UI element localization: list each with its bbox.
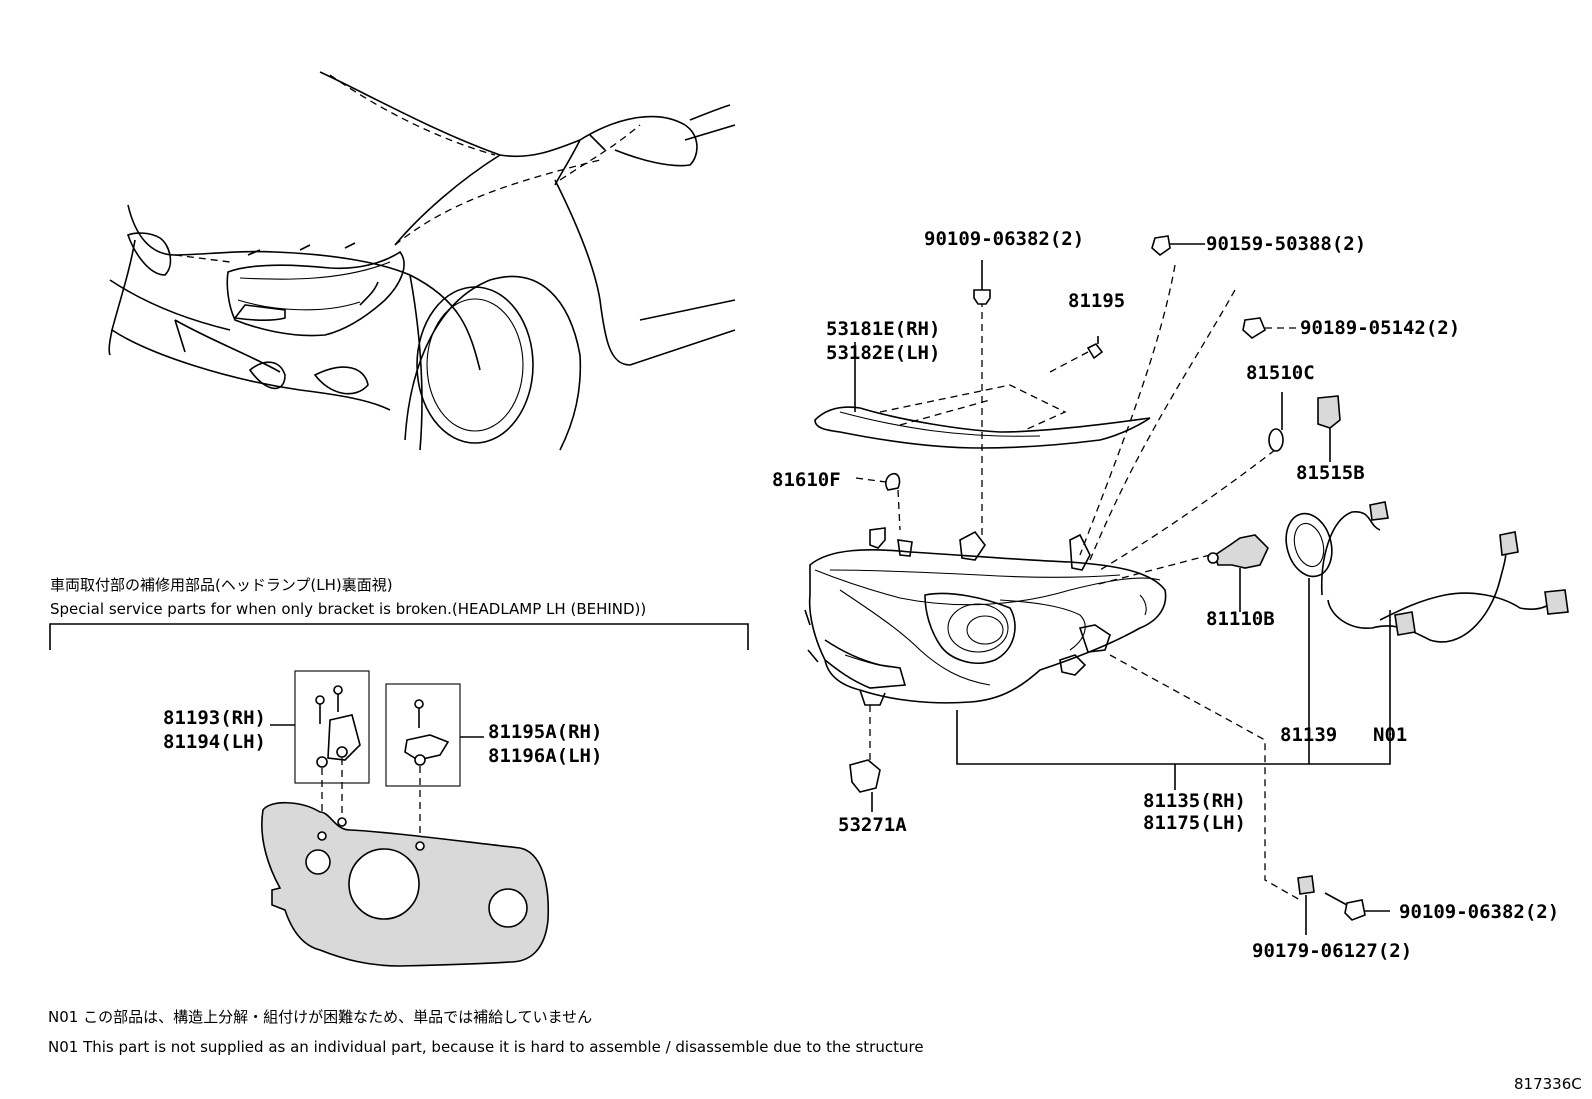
label-53182e: 53182E(LH) bbox=[826, 342, 941, 364]
label-81195a: 81195A(RH) bbox=[488, 721, 603, 743]
footnote-n01-jp: N01 この部品は、構造上分解・組付けが困難なため、単品では補給していません bbox=[48, 1008, 593, 1026]
label-81515b: 81515B bbox=[1296, 462, 1365, 484]
label-53271a: 53271A bbox=[838, 814, 907, 836]
diagram-id: 817336C bbox=[1514, 1075, 1582, 1093]
inset-title-en: Special service parts for when only brac… bbox=[50, 600, 647, 618]
vehicle-front-view bbox=[108, 71, 736, 451]
label-90189-05142: 90189-05142(2) bbox=[1300, 317, 1461, 339]
label-90179-06127: 90179-06127(2) bbox=[1252, 940, 1413, 962]
headlamp-assembly bbox=[804, 264, 1301, 901]
label-90159-50388: 90159-50388(2) bbox=[1206, 233, 1367, 255]
label-53181e: 53181E(RH) bbox=[826, 318, 941, 340]
label-81139: 81139 bbox=[1280, 724, 1338, 746]
label-81510c: 81510C bbox=[1246, 362, 1315, 384]
label-81193: 81193(RH) bbox=[163, 707, 266, 729]
label-n01: N01 bbox=[1373, 724, 1408, 746]
bracket-box-81195a bbox=[270, 683, 484, 840]
label-81610f: 81610F bbox=[772, 469, 841, 491]
small-parts bbox=[849, 235, 1569, 935]
label-81195: 81195 bbox=[1068, 290, 1126, 312]
headlamp-rear-view bbox=[261, 801, 550, 967]
bracket-box-81193 bbox=[294, 670, 370, 830]
label-81194: 81194(LH) bbox=[163, 731, 266, 753]
garnish-53181e bbox=[814, 342, 1151, 449]
label-81135: 81135(RH) bbox=[1143, 790, 1246, 812]
label-81175: 81175(LH) bbox=[1143, 812, 1246, 834]
label-81110b: 81110B bbox=[1206, 608, 1275, 630]
inset-title-jp: 車両取付部の補修用部品(ヘッドランプ(LH)裏面視) bbox=[50, 576, 393, 594]
label-81196a: 81196A(LH) bbox=[488, 745, 603, 767]
inset-frame bbox=[49, 623, 749, 650]
footnote-n01-en: N01 This part is not supplied as an indi… bbox=[48, 1038, 924, 1056]
label-90109-06382-top: 90109-06382(2) bbox=[924, 228, 1085, 250]
label-90109-06382-bottom: 90109-06382(2) bbox=[1399, 901, 1560, 923]
